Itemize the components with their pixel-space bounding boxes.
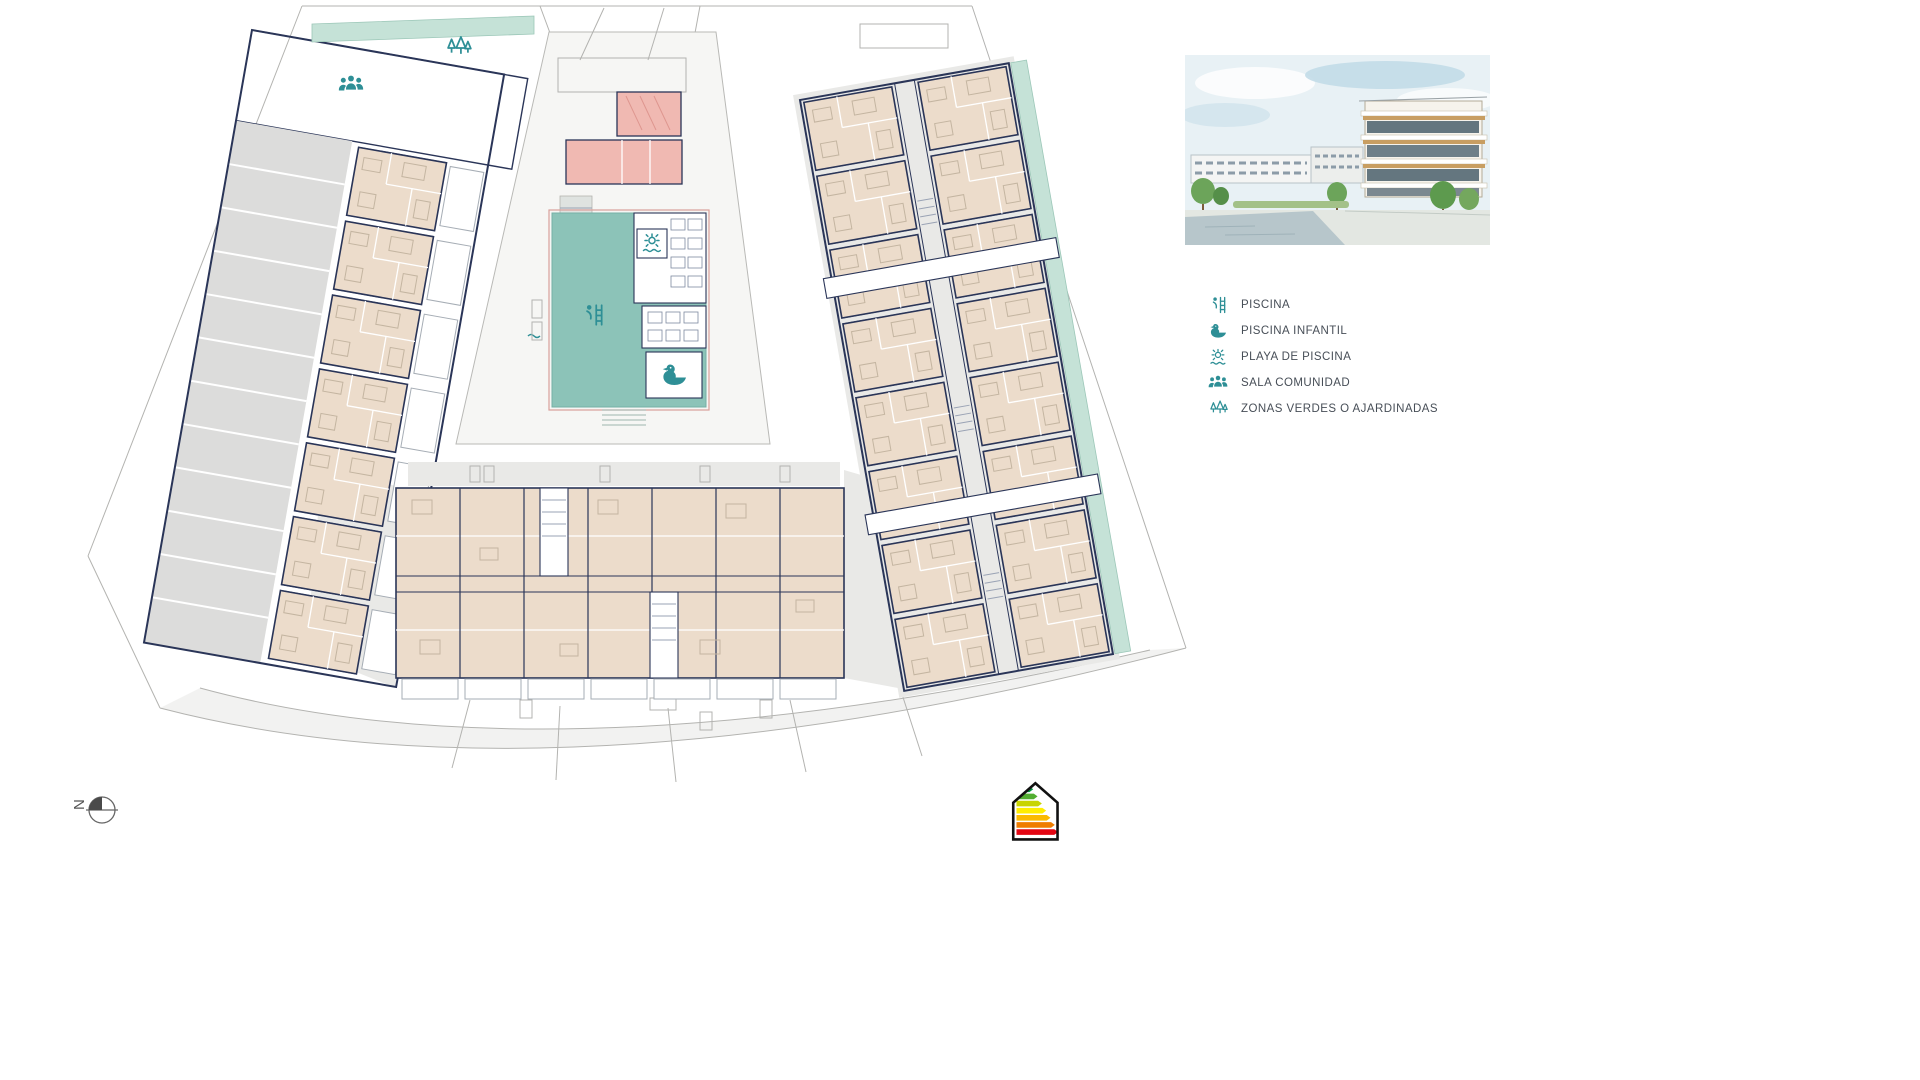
legend-item-label: ZONAS VERDES O AJARDINADAS xyxy=(1241,403,1439,415)
legend-item-label: PISCINA INFANTIL xyxy=(1241,325,1348,337)
legend-item-label: SALA COMUNIDAD xyxy=(1241,377,1351,389)
north-compass: N xyxy=(71,796,118,824)
central-courtyard xyxy=(455,7,771,445)
energy-efficiency-label xyxy=(1011,781,1059,841)
energy-house-outline xyxy=(1011,781,1059,841)
west-wing xyxy=(142,28,529,689)
energy-bar-d xyxy=(1016,807,1047,814)
south-building xyxy=(395,462,845,700)
illustration-main-building xyxy=(1358,96,1488,198)
energy-bar-e xyxy=(1016,814,1051,821)
legend-item-piscina: PISCINA xyxy=(1208,292,1438,318)
illustration-ground-water xyxy=(1185,210,1491,245)
east-wing xyxy=(793,56,1132,698)
green-zone-strip xyxy=(311,15,535,43)
legend-item-label: PLAYA DE PISCINA xyxy=(1241,351,1352,363)
legend-item-label: PISCINA xyxy=(1241,299,1291,311)
energy-bar-f xyxy=(1016,822,1055,828)
infant-pool-duck-icon xyxy=(1208,321,1228,341)
site-boundary xyxy=(87,5,1187,783)
compass-north-label: N xyxy=(71,799,88,810)
pool-beach-icon xyxy=(1208,347,1228,367)
legend-item-zonas-verdes: ZONAS VERDES O AJARDINADAS xyxy=(1208,396,1438,422)
green-areas-icon xyxy=(1208,399,1228,419)
green-areas-icon xyxy=(447,36,472,55)
legend: PISCINA PISCINA INFANTIL PLAYA DE PISCIN… xyxy=(1208,292,1438,422)
illustration-low-building xyxy=(1190,146,1364,184)
legend-item-playa-de-piscina: PLAYA DE PISCINA xyxy=(1208,344,1438,370)
pool-ladder-icon xyxy=(1208,295,1228,315)
building-illustration xyxy=(1180,55,1497,245)
community-room-icon xyxy=(338,75,364,91)
community-room-icon xyxy=(1208,373,1228,393)
energy-bar-c xyxy=(1016,800,1042,807)
legend-item-sala-comunidad: SALA COMUNIDAD xyxy=(1208,370,1438,396)
energy-bar-g xyxy=(1016,829,1058,835)
legend-item-piscina-infantil: PISCINA INFANTIL xyxy=(1208,318,1438,344)
